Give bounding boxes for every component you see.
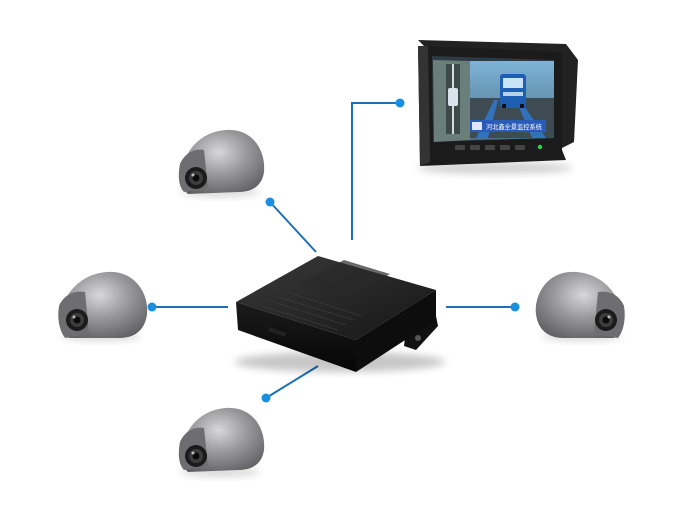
connector-line-camera-top-left (269, 201, 317, 253)
camera-lens-icon (595, 309, 617, 331)
camera-bottom-left (178, 407, 265, 477)
monitor-buttons (455, 144, 543, 150)
camera-left (58, 271, 148, 341)
control-box (235, 256, 445, 372)
connector-line-monitor (351, 102, 400, 240)
camera-top-left (178, 129, 265, 197)
connector-dot-camera-bottom-left (261, 393, 271, 403)
camera-lens-icon (66, 309, 88, 331)
monitor: 河北鑫全景监控系统 (417, 40, 578, 174)
camera-lens-icon (185, 167, 207, 189)
monitor-osd-banner-text: 河北鑫全景监控系统 (486, 122, 542, 131)
connector-dot-monitor (395, 98, 405, 108)
connector-dot-camera-left (147, 302, 157, 312)
connector-dot-camera-top-left (265, 197, 275, 207)
connector-dot-camera-right (510, 302, 520, 312)
connectors (147, 98, 520, 403)
camera-right (535, 271, 625, 341)
camera-lens-icon (185, 445, 207, 467)
monitor-screen: 河北鑫全景监控系统 (432, 56, 554, 142)
